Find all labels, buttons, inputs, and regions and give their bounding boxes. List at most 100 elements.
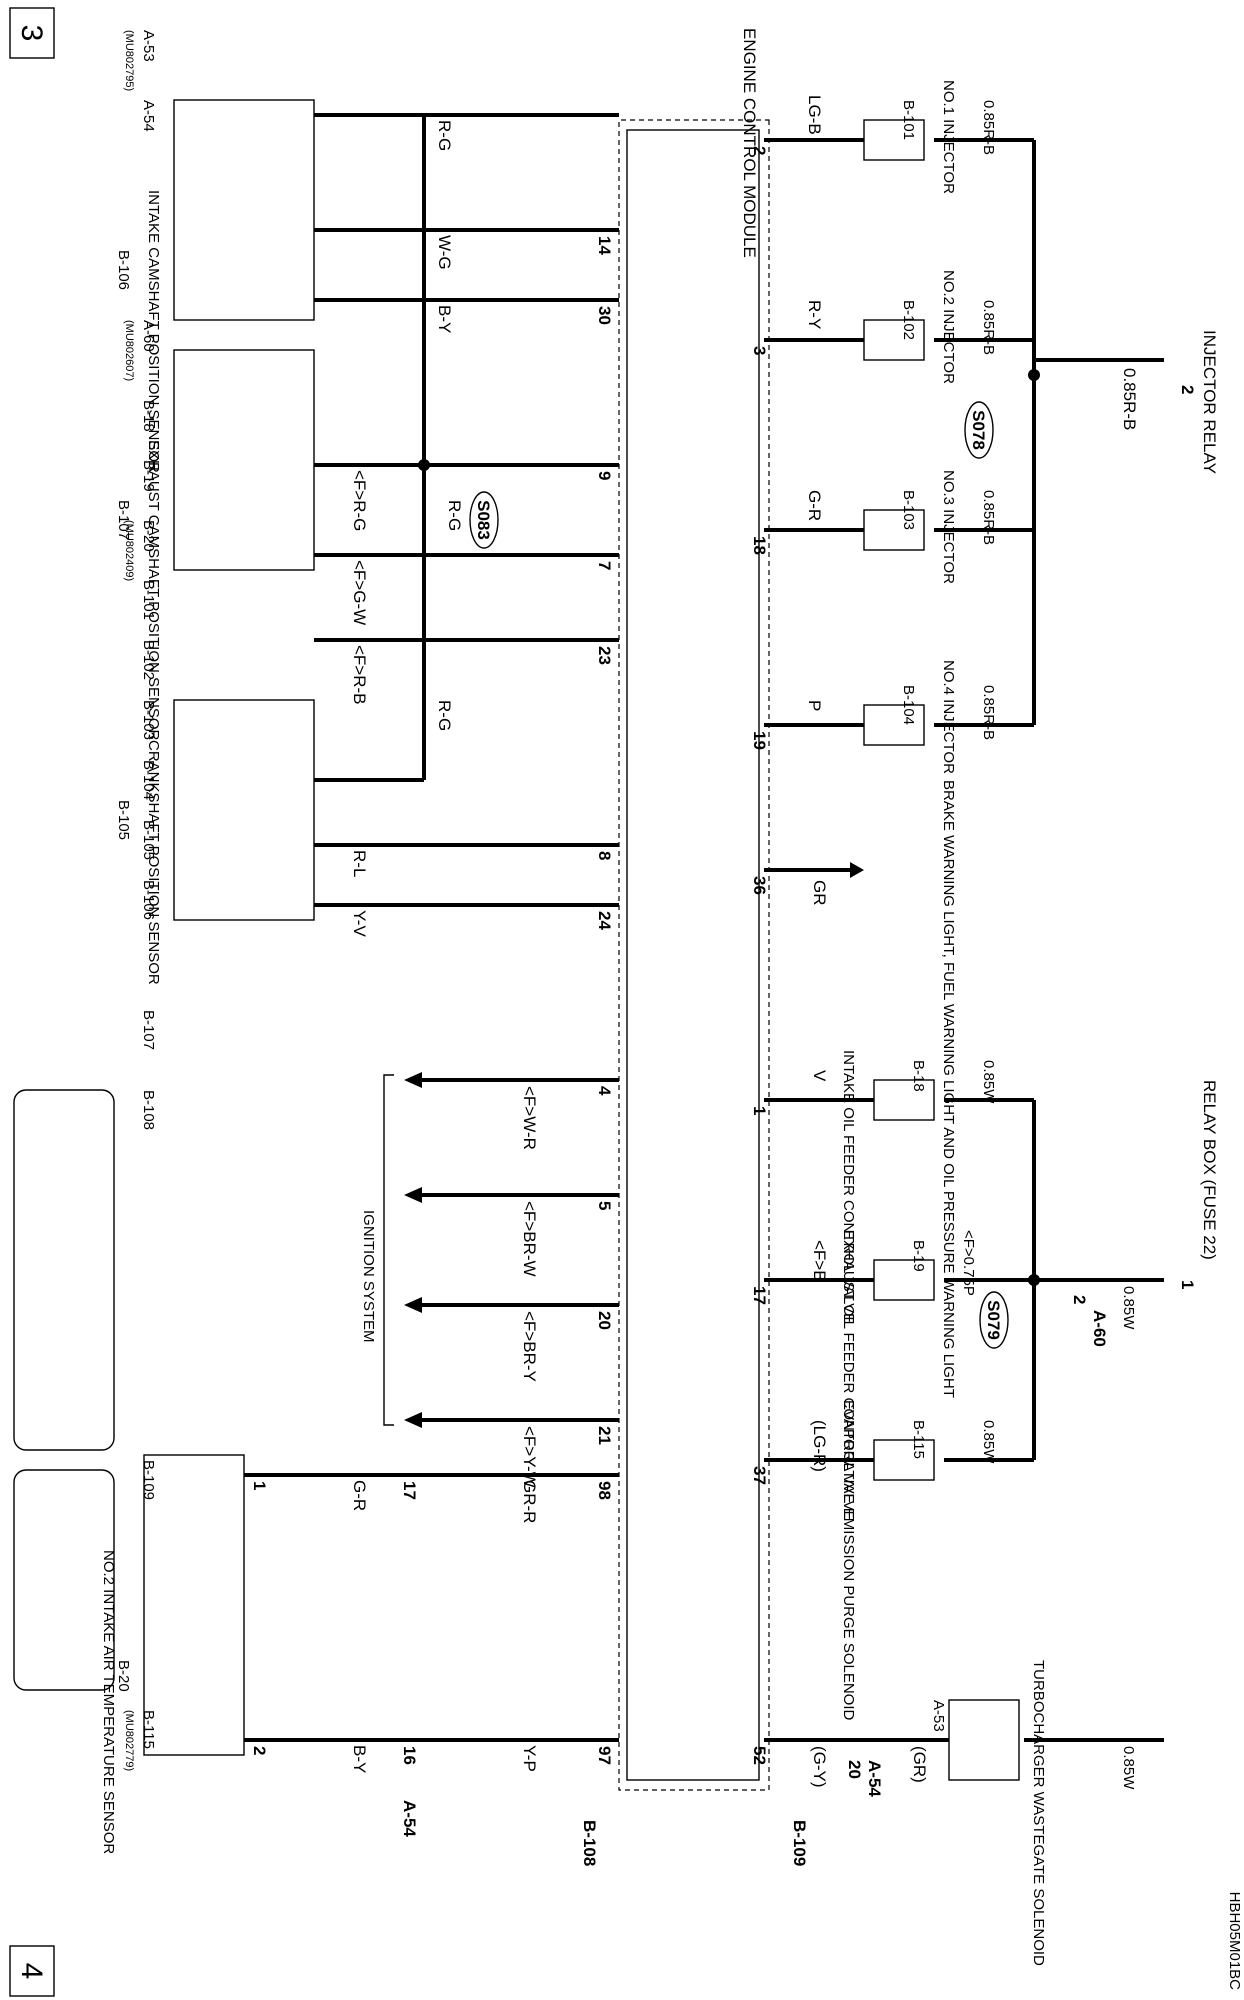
legend-b20: B-20 — [140, 520, 157, 552]
valve-evap-name: EVAPORATIVE EMISSION PURGE SOLENOID — [840, 1400, 857, 1721]
injector-3-wire-in: 0.85R-B — [980, 490, 997, 545]
ignition-pin-3: 20 — [595, 1311, 614, 1330]
injector-3: 0.85R-B G-R NO.3 INJECTOR B-103 18 — [750, 470, 1034, 584]
sensor-exhaust-cam-wire-3: <F>R-B — [350, 645, 369, 705]
valve-wastegate-wire-in: 0.85W — [1120, 1746, 1137, 1790]
ignition-wires: <F>W-R <F>BR-W <F>BR-Y <F>Y-W 4 5 20 21 … — [360, 1072, 619, 1488]
valve-wastegate-mid-pin: 20 — [845, 1760, 864, 1779]
page-number-left: 3 — [15, 25, 48, 42]
iat-sensor-pin-2: 2 — [250, 1746, 269, 1755]
iat-wire-2: B-Y — [350, 1745, 369, 1773]
valve-wastegate-mid-conn: A-54 — [865, 1760, 884, 1797]
valve-evap-wire-out: (LG-R) — [810, 1420, 829, 1472]
legend-b102: B-102 — [140, 640, 157, 680]
ignition-wire-4: <F>Y-W — [520, 1426, 539, 1488]
legend-b101: B-101 — [140, 580, 157, 620]
injector-relay-pin: 2 — [1178, 385, 1197, 394]
injector-4-wire-out: P — [805, 700, 824, 711]
sensor-crank-conn: B-105 — [115, 800, 132, 840]
injector-1-ecm-pin: 2 — [750, 146, 769, 155]
injector-3-ecm-pin: 18 — [750, 536, 769, 555]
iat-ecm-pin-2: 97 — [595, 1746, 614, 1765]
legend-b18: B-18 — [140, 400, 157, 432]
relay-box-label: RELAY BOX (FUSE 22) — [1200, 1080, 1219, 1260]
splice-s079-label: S079 — [984, 1300, 1003, 1340]
sensor-intake-cam: INTAKE CAMSHAFT POSITION SENSOR B-106 R-… — [115, 99, 619, 473]
iat-mid-conn: A-54 — [400, 1800, 419, 1837]
warning-label: BRAKE WARNING LIGHT, FUEL WARNING LIGHT … — [940, 780, 957, 1398]
iat-sensor-pin-1: 1 — [250, 1481, 269, 1490]
iat-name: NO.2 INTAKE AIR TEMPERATURE SENSOR — [100, 1550, 117, 1854]
ignition-wire-2: <F>BR-W — [520, 1201, 539, 1277]
sensor-intake-cam-ecm-3: 30 — [595, 306, 614, 325]
injector-1: 0.85R-B LG-B NO.1 INJECTOR B-101 2 — [750, 80, 1034, 194]
page-number-right: 4 — [15, 1963, 48, 1980]
valve-wastegate: 0.85W (GR) (G-Y) TURBOCHARGER WASTEGATE … — [750, 1660, 1164, 1966]
doc-code: HBH05M01BC — [1226, 1892, 1243, 1991]
ignition-pin-1: 4 — [595, 1086, 614, 1096]
warning-arrow — [850, 862, 864, 878]
splice-s079 — [979, 1291, 1009, 1349]
legend-b115-part: (MU802779) — [123, 1710, 135, 1771]
ignition-pin-4: 21 — [595, 1426, 614, 1445]
page-number-box-right — [9, 1945, 55, 1997]
legend-b109: B-109 — [140, 1460, 157, 1500]
legend-b103: B-103 — [140, 700, 157, 740]
sensor-intake-cam-conn: B-106 — [115, 250, 132, 290]
injector-1-wire-in: 0.85R-B — [980, 100, 997, 155]
valve-wastegate-name: TURBOCHARGER WASTEGATE SOLENOID — [1030, 1660, 1047, 1966]
injector-2-conn: B-102 — [900, 300, 917, 340]
sensor-crank-ecm-2: 8 — [595, 851, 614, 860]
sensor-crank-wire-2: R-L — [350, 850, 369, 877]
valve-evap-ecm-pin: 37 — [750, 1466, 769, 1485]
injector-4-wire-in: 0.85R-B — [980, 685, 997, 740]
ignition-pin-2: 5 — [595, 1201, 614, 1210]
legend-a53: A-53 — [140, 30, 157, 62]
valve-wastegate-wire-out2: (G-Y) — [810, 1746, 829, 1788]
legend-a53-part: (MU802795) — [123, 30, 135, 91]
relay-box-connector-pin: 2 — [1070, 1295, 1089, 1304]
legend-a60-part: (MU802607) — [123, 320, 135, 381]
injector-3-conn: B-103 — [900, 490, 917, 530]
iat-ecm-pin-1: 98 — [595, 1481, 614, 1500]
sensor-exhaust-cam-name: EXHAUST CAMSHAFT POSITION SENSOR — [145, 440, 162, 740]
sensor-exhaust-cam-ecm-3: 23 — [595, 646, 614, 665]
injector-3-name: NO.3 INJECTOR — [940, 470, 957, 584]
valve-exhaust: <F>0.75P <F>B EXHAUST OIL FEEDER CONTROL… — [750, 1230, 1034, 1521]
sensor-crank-name: CRANKSHAFT POSITION SENSOR — [145, 740, 162, 985]
injector-relay-wire-color: 0.85R-B — [1120, 368, 1139, 430]
splice-s078 — [964, 401, 994, 459]
legend-b115: B-115 — [140, 1710, 157, 1749]
splice-s078-dot — [1028, 369, 1040, 381]
injector-3-wire-out: G-R — [805, 490, 824, 521]
injector-2-wire-out: R-Y — [805, 300, 824, 329]
valve-wastegate-ecm-pin: 52 — [750, 1746, 769, 1765]
sensor-crank-wire-3: Y-V — [350, 910, 369, 937]
legend-b105: B-105 — [140, 820, 157, 860]
valve-intake-name: INTAKE OIL FEEDER CONTROL VALVE — [840, 1050, 857, 1323]
injector-1-conn: B-101 — [900, 100, 917, 140]
relay-box-pin: 1 — [1178, 1280, 1197, 1289]
splice-s078-label: S078 — [969, 410, 988, 450]
legend-b104: B-104 — [140, 760, 157, 800]
valve-intake: 0.85W V INTAKE OIL FEEDER CONTROL VALVE … — [750, 1050, 1034, 1323]
valve-intake-wire-out: V — [810, 1070, 829, 1082]
warning-ecm-pin: 36 — [750, 876, 769, 895]
valve-wastegate-wire-out: (GR) — [910, 1746, 929, 1783]
connector-b109-shape — [13, 1469, 115, 1691]
valve-exhaust-name: EXHAUST OIL FEEDER CONTROL VALVE — [840, 1230, 857, 1521]
splice-s083 — [469, 491, 499, 549]
iat-ecm-wire-2: Y-P — [520, 1745, 539, 1772]
valve-intake-conn: B-18 — [910, 1060, 927, 1092]
injector-2: 0.85R-B R-Y NO.2 INJECTOR B-102 3 — [750, 270, 1034, 384]
sensor-intake-cam-wire-1: R-G — [435, 120, 454, 151]
relay-box-connector: A-60 — [1090, 1310, 1109, 1347]
valve-evap: 0.85W (LG-R) EVAPORATIVE EMISSION PURGE … — [750, 1400, 1034, 1721]
iat-mid-pin-1: 17 — [400, 1481, 419, 1500]
iat-ecm-wire-1: GR-R — [520, 1480, 539, 1523]
sensor-exhaust-cam-ecm-1: 9 — [595, 471, 614, 480]
ecm-box — [626, 129, 760, 1781]
valve-intake-wire-in: 0.85W — [980, 1060, 997, 1104]
injector-relay-label: INJECTOR RELAY — [1200, 330, 1219, 474]
